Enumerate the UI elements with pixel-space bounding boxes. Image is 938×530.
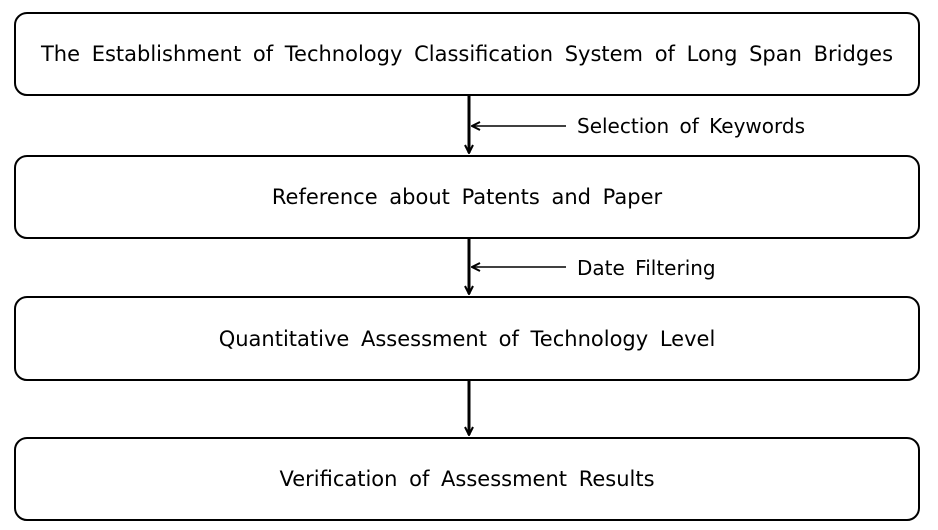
process-step-4: Verification of Assessment Results — [14, 437, 920, 521]
process-step-3-label: Quantitative Assessment of Technology Le… — [218, 326, 716, 351]
process-step-1: The Establishment of Technology Classifi… — [14, 12, 920, 96]
side-input-date-filtering-label: Date Filtering — [577, 256, 716, 280]
process-step-1-label: The Establishment of Technology Classifi… — [40, 42, 894, 66]
side-input-keywords-label: Selection of Keywords — [577, 114, 805, 138]
process-step-2-label: Reference about Patents and Paper — [271, 185, 663, 209]
process-step-4-label: Verification of Assessment Results — [279, 467, 655, 491]
process-step-3: Quantitative Assessment of Technology Le… — [14, 296, 920, 381]
process-step-2: Reference about Patents and Paper — [14, 155, 920, 239]
